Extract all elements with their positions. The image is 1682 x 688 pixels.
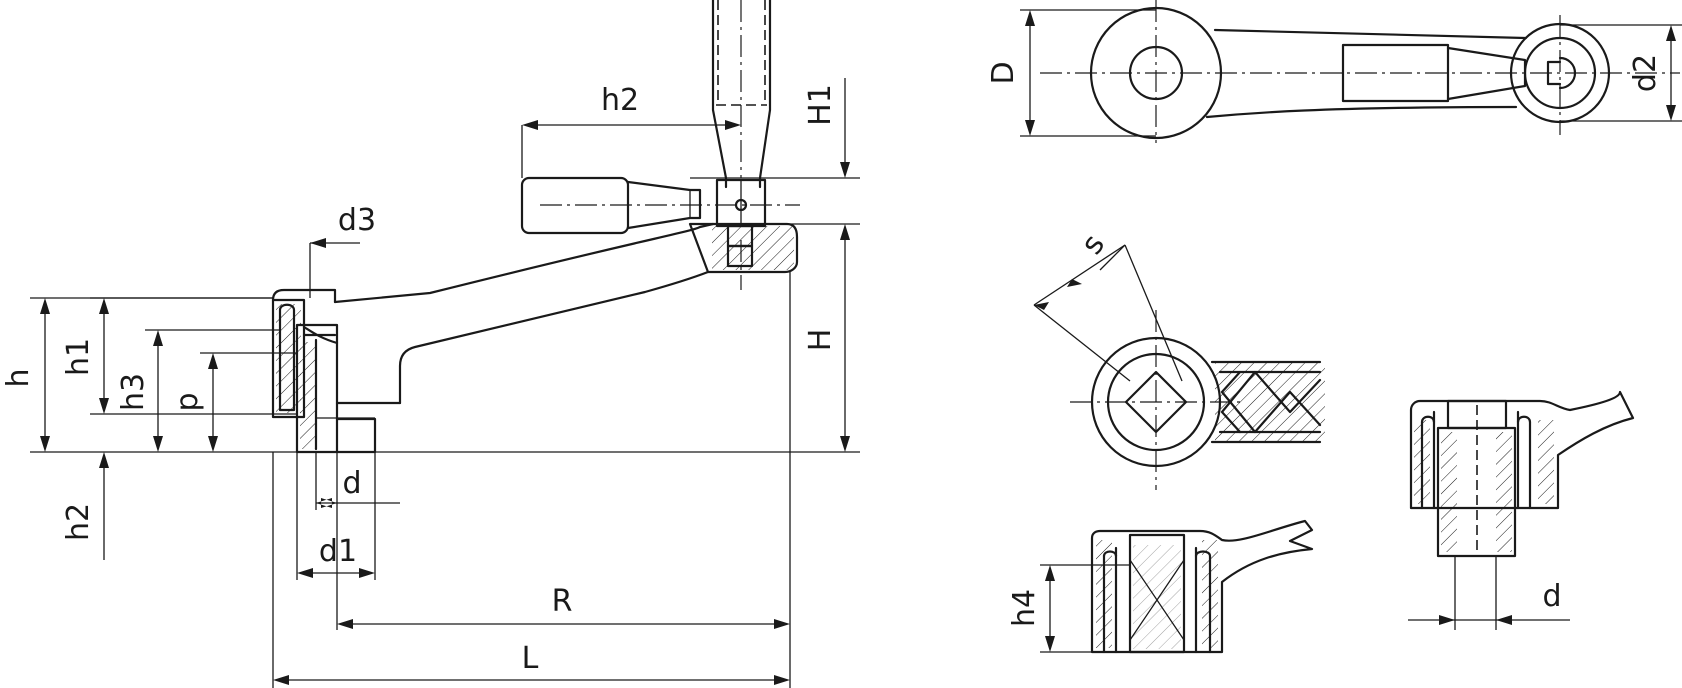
label-h4: h4 [1007,589,1042,627]
dimension-lines [40,78,850,685]
label-H: H [803,329,838,352]
label-d1: d1 [319,534,357,569]
label-p: p [170,392,205,411]
label-h: h [1,368,36,387]
label-h2-top: h2 [601,83,639,118]
label-d2: d2 [1628,54,1663,92]
label-D: D [986,61,1021,84]
label-d: d [342,466,361,501]
folded-grip-outline [711,0,772,189]
label-d-right: d [1542,579,1561,614]
label-h2-bottom: h2 [61,503,96,541]
crank-arm [333,222,799,405]
label-L: L [522,641,539,676]
section-d-detail: d [1408,390,1635,630]
label-H1: H1 [803,84,838,126]
square-bore-detail: s [1033,228,1325,490]
label-s: s [1074,228,1112,261]
label-h1: h1 [61,338,96,376]
label-R: R [552,584,573,619]
horizontal-grip [520,176,800,235]
crank-handle-side-view: h h1 h3 p h2 h2 H1 H d3 d d1 R L [1,0,860,688]
section-h4-detail: h4 [1007,519,1314,654]
crank-handle-top-view: D d2 [986,0,1682,143]
label-h3: h3 [116,373,151,411]
hub [271,288,402,454]
extension-lines [30,125,860,688]
label-d3: d3 [338,203,376,238]
